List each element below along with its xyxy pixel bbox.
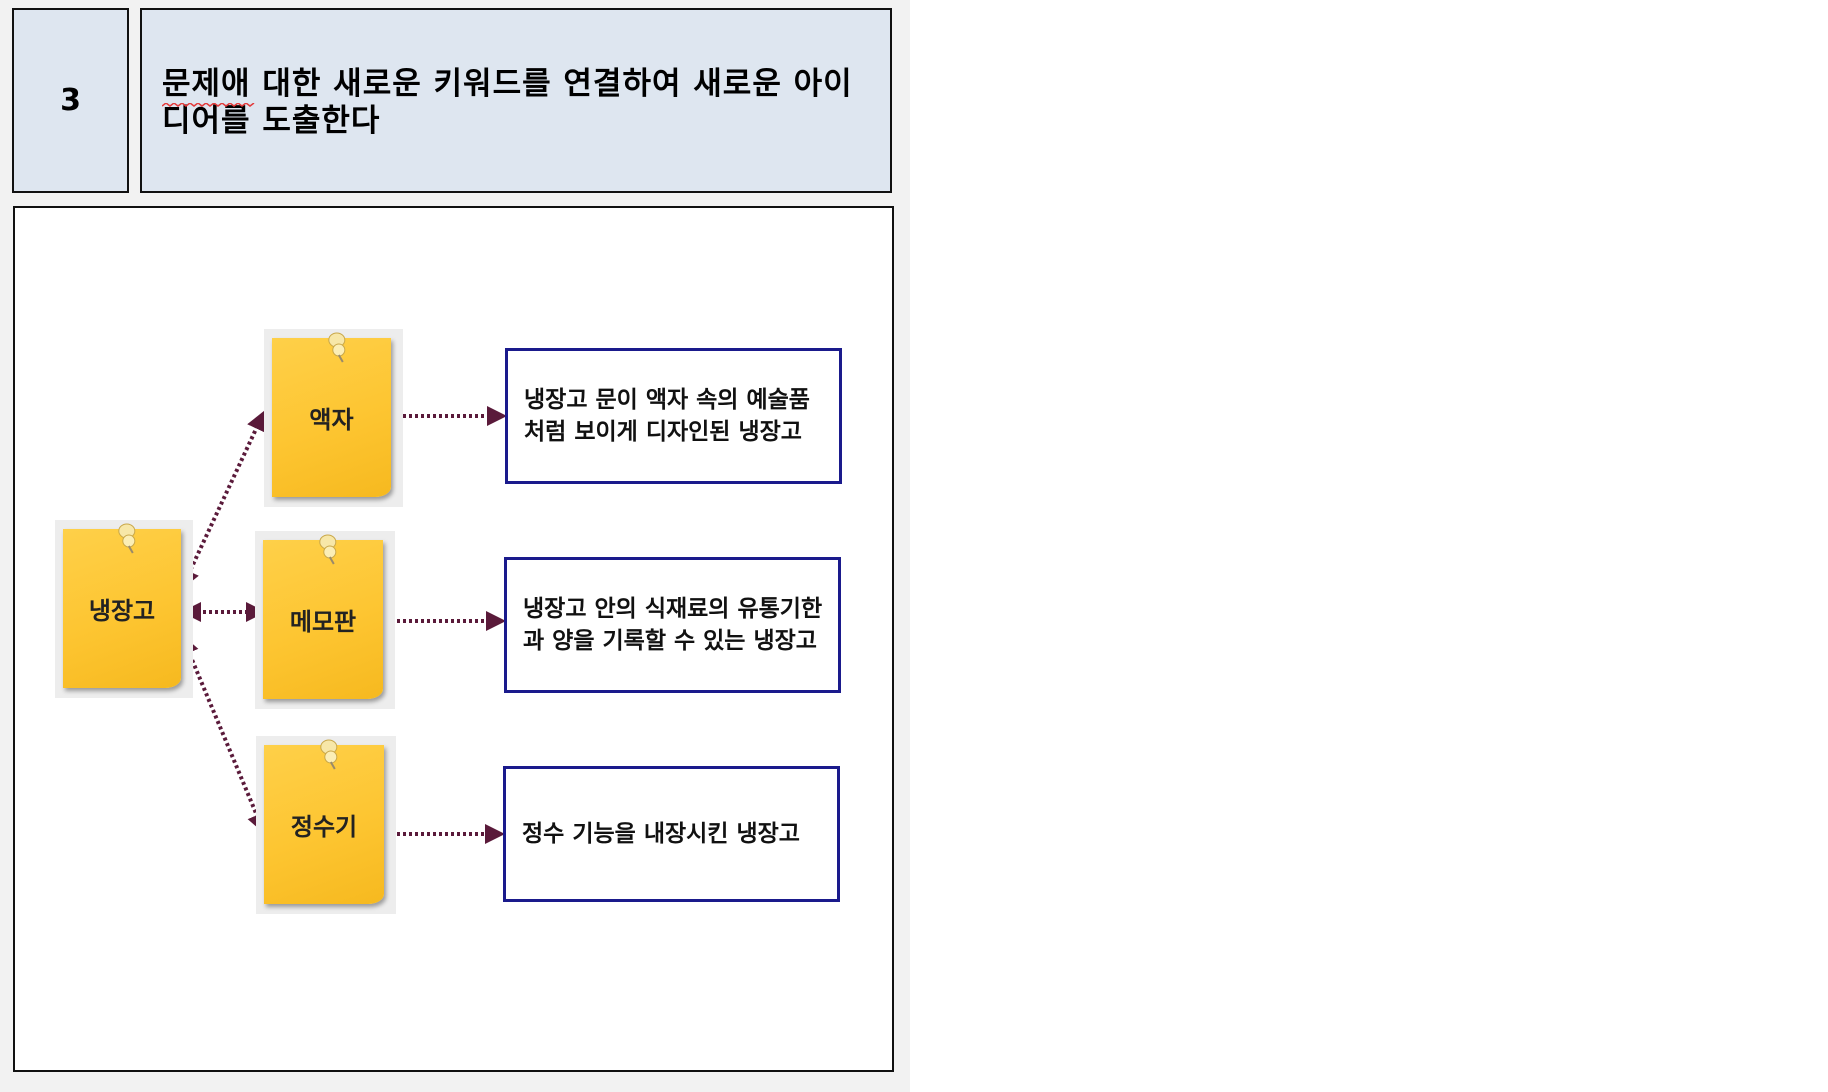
note-label: 메모판 xyxy=(289,608,357,636)
pushpin-icon xyxy=(327,332,345,363)
title-box: 문제애 대한 새로운 키워드를 연결하여 새로운 아이디어를 도출한다 xyxy=(140,8,892,193)
step-number: 3 xyxy=(60,83,81,118)
step-number-box: 3 xyxy=(12,8,129,193)
pushpin-icon xyxy=(319,534,337,565)
sticky-note-refrigerator: 냉장고 xyxy=(55,520,193,698)
sticky-note-water-purifier: 정수기 xyxy=(256,736,396,914)
connector-center-to-frame xyxy=(180,410,266,590)
diagram-canvas: 냉장고 액자 메모판 xyxy=(13,206,894,1072)
idea-text: 정수 기능을 내장시킨 냉장고 xyxy=(522,821,800,847)
sticky-note-frame: 액자 xyxy=(264,329,403,507)
pushpin-icon xyxy=(118,523,136,554)
sticky-note-memo-board: 메모판 xyxy=(255,531,395,709)
idea-text: 냉장고 안의 식재료의 유통기한과 양을 기록할 수 있는 냉장고 xyxy=(523,596,823,654)
pushpin-icon xyxy=(320,739,338,770)
step-title: 문제애 대한 새로운 키워드를 연결하여 새로운 아이디어를 도출한다 xyxy=(162,66,853,139)
idea-text: 냉장고 문이 액자 속의 예술품 처럼 보이게 디자인된 냉장고 xyxy=(524,387,810,445)
spellcheck-underline xyxy=(162,103,255,107)
note-label: 액자 xyxy=(309,406,354,434)
note-label: 냉장고 xyxy=(88,597,156,625)
idea-box-frame: 냉장고 문이 액자 속의 예술품 처럼 보이게 디자인된 냉장고 xyxy=(505,348,842,484)
idea-box-memo-board: 냉장고 안의 식재료의 유통기한과 양을 기록할 수 있는 냉장고 xyxy=(504,557,841,693)
idea-box-water-purifier: 정수 기능을 내장시킨 냉장고 xyxy=(503,766,840,902)
slide-page: 3 문제애 대한 새로운 키워드를 연결하여 새로운 아이디어를 도출한다 xyxy=(0,0,910,1092)
connector-center-to-purifier xyxy=(179,634,267,834)
note-label: 정수기 xyxy=(290,813,358,841)
